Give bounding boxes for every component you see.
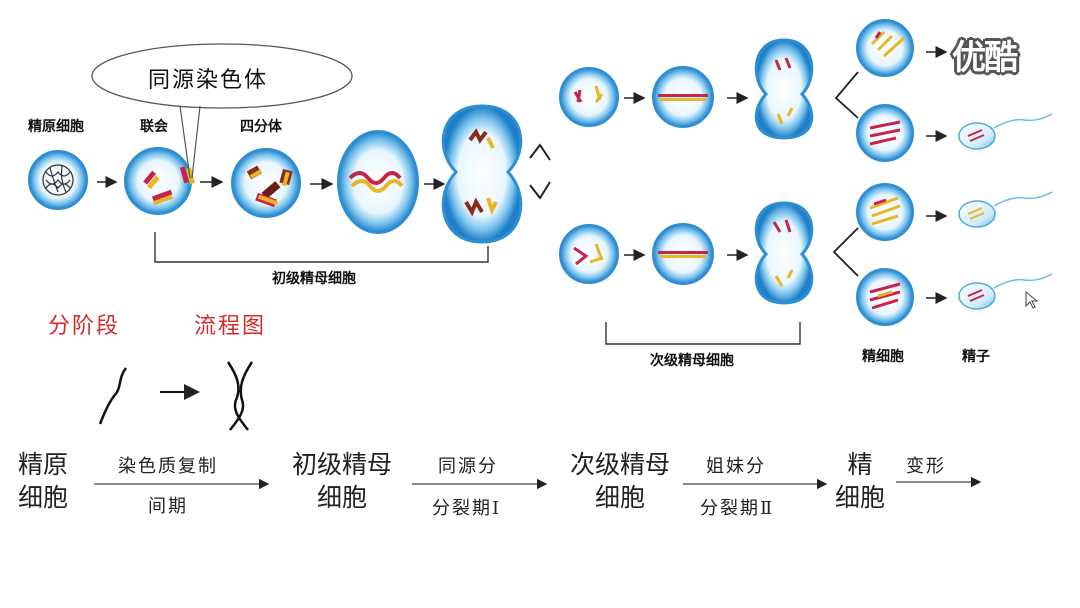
flow-cell1-line2: 细胞 <box>18 483 69 512</box>
primary-spermatocyte-bracket <box>154 232 489 263</box>
flow-cell1-line1: 精原 <box>18 450 69 479</box>
flow-cell-secondary: 次级精母 细胞 <box>560 448 680 514</box>
flow-step2-below: 分裂期Ⅰ <box>432 498 502 519</box>
split-arrow-upper <box>529 143 551 161</box>
flow-cell-spermatogonium: 精原 细胞 <box>18 448 68 514</box>
spermatid-cell-1 <box>856 19 914 77</box>
split-arrow-lower <box>529 181 551 200</box>
secondary-spermatocyte-bracket <box>605 322 801 345</box>
label-homologous-chromosomes: 同源染色体 <box>148 68 269 93</box>
secondary-upper-anaphase-cell <box>754 38 814 140</box>
label-synapsis: 联会 <box>140 119 168 135</box>
label-sperm: 精子 <box>962 349 990 365</box>
secondary-lower-metaphase-cell <box>652 223 714 285</box>
flow-cell-spermatid: 精 细胞 <box>830 448 890 514</box>
flow-cell4-line2: 细胞 <box>834 483 885 512</box>
secondary-upper-metaphase-cell <box>652 66 714 128</box>
sperm-1 <box>958 113 1053 150</box>
flow-cell2-line2: 细胞 <box>316 483 367 512</box>
flow-cell2-line1: 初级精母 <box>291 450 392 479</box>
spermatogonium-cell <box>28 150 88 210</box>
annotation-stage-division: 分阶段 <box>48 314 121 339</box>
label-secondary-spermatocyte: 次级精母细胞 <box>650 353 734 369</box>
anaphase1-cell <box>441 104 523 244</box>
synapsis-cell <box>124 147 195 215</box>
homologous-chromosome-callout <box>91 43 353 179</box>
split-arrow-l <box>832 227 859 277</box>
secondary-upper-prophase-cell <box>559 67 619 127</box>
label-spermatogonium: 精原细胞 <box>28 119 84 135</box>
flow-step2-above: 同源分 <box>438 456 498 477</box>
label-spermatid: 精细胞 <box>862 349 904 365</box>
tetrad-cell <box>231 148 301 218</box>
metaphase1-cell <box>337 130 419 234</box>
spermatid-cell-2 <box>856 104 914 162</box>
flow-step1-below: 间期 <box>148 496 188 517</box>
flow-cell3-line2: 细胞 <box>594 483 645 512</box>
flow-step3-below: 分裂期Ⅱ <box>700 498 775 519</box>
label-primary-spermatocyte: 初级精母细胞 <box>272 271 356 287</box>
flow-cell-primary: 初级精母 细胞 <box>282 448 402 514</box>
spermatid-cell-4 <box>856 268 914 326</box>
split-arrow-u <box>834 71 859 119</box>
youku-watermark-logo: 优酷 <box>952 38 1018 78</box>
label-tetrad: 四分体 <box>240 119 282 135</box>
secondary-lower-anaphase-cell <box>754 201 814 305</box>
flow-step3-above: 姐妹分 <box>706 456 766 477</box>
flow-cell3-line1: 次级精母 <box>569 450 670 479</box>
chromosome-sketch-single <box>98 367 128 425</box>
spermatid-cell-3 <box>856 183 914 241</box>
chromosome-sketch-crossed <box>226 361 254 431</box>
sperm-3 <box>958 273 1053 310</box>
mouse-cursor-icon <box>1025 290 1039 309</box>
flow-cell4-line1: 精 <box>847 450 873 479</box>
flow-step4-above: 变形 <box>906 456 946 477</box>
flow-step1-above: 染色质复制 <box>118 456 218 477</box>
sperm-2 <box>958 191 1053 228</box>
secondary-lower-prophase-cell <box>559 224 619 284</box>
annotation-flowchart: 流程图 <box>194 314 267 339</box>
